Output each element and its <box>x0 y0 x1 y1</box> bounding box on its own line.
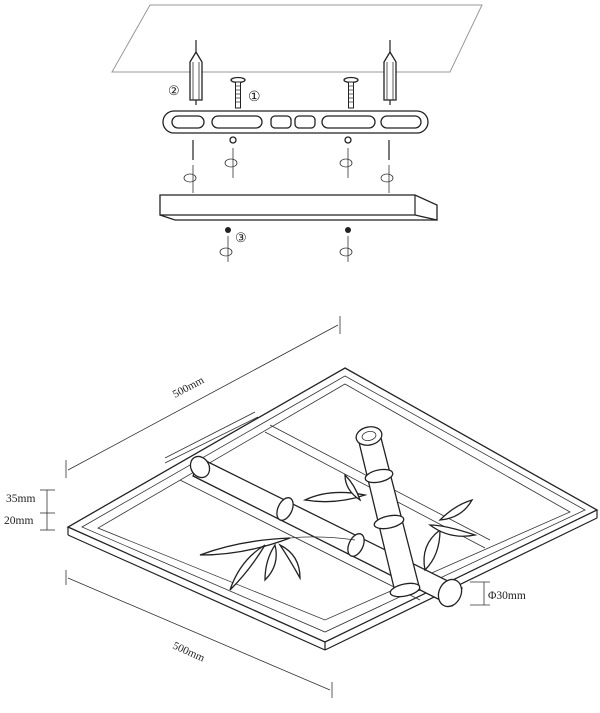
light-frame <box>66 367 599 651</box>
fixture-slab <box>159 194 438 221</box>
bottom-length-label: 500mm <box>171 640 207 665</box>
screw-left <box>230 76 246 109</box>
bamboo-leaves <box>199 473 478 591</box>
height-total-label: 35mm <box>6 493 35 505</box>
bracket-fasteners <box>183 136 394 193</box>
top-dimension-line <box>65 316 341 478</box>
tube-diameter-label: Φ30mm <box>488 590 526 602</box>
top-length-label: 500mm <box>171 374 207 401</box>
wall-anchor-left <box>189 40 203 105</box>
wall-anchor-right <box>383 40 397 105</box>
step-3-label: ③ <box>235 230 247 245</box>
bottom-dimension-line <box>65 570 333 698</box>
step-2-label: ② <box>168 83 180 98</box>
tube-diameter-dimension <box>470 581 490 606</box>
step-1-label: ① <box>248 90 261 105</box>
ceiling-plane <box>111 4 483 73</box>
mounting-bracket <box>162 110 429 134</box>
height-dimension <box>40 489 55 531</box>
height-frame-label: 20mm <box>4 515 33 527</box>
bamboo-tube-vertical <box>355 426 421 598</box>
slab-fasteners <box>219 227 353 262</box>
screw-right <box>343 76 359 109</box>
